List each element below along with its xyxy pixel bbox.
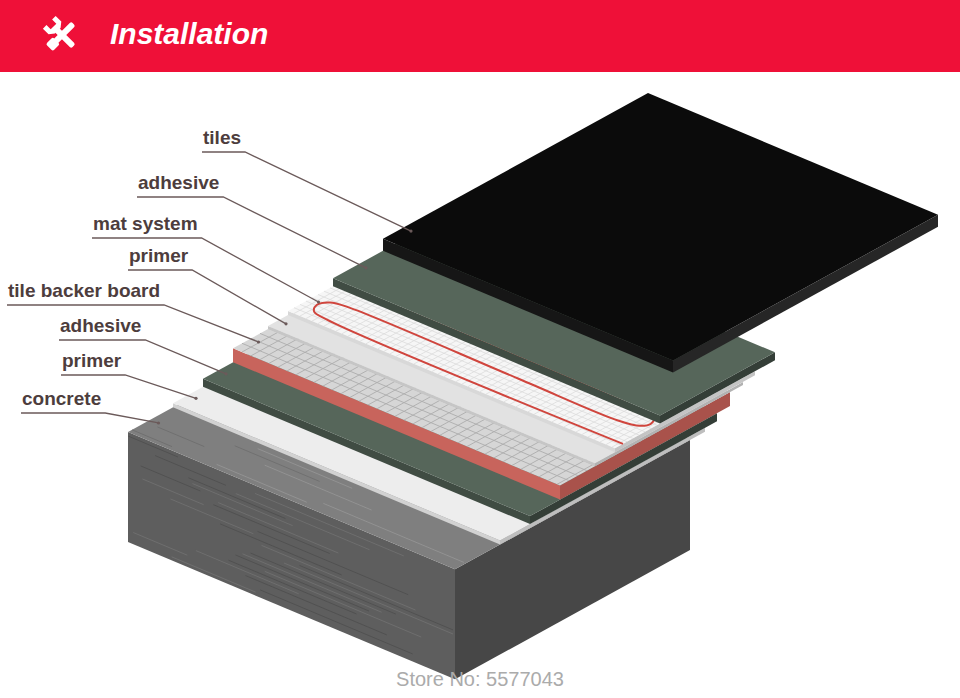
leader-line: [21, 413, 159, 423]
layer-label: tiles: [203, 126, 241, 150]
texture-stroke: [260, 590, 413, 654]
texture-stroke: [132, 430, 172, 447]
texture-stroke: [170, 499, 253, 534]
texture-stroke: [218, 503, 338, 553]
layer-label: adhesive: [60, 314, 141, 338]
texture-stroke: [192, 484, 292, 526]
texture-stroke: [220, 524, 342, 575]
texture-stroke: [235, 555, 369, 611]
texture-stroke: [142, 479, 203, 505]
texture-stroke: [141, 466, 201, 491]
leader-line: [202, 152, 411, 231]
leader-dot: [364, 266, 367, 269]
texture-stroke: [172, 557, 256, 592]
texture-stroke: [265, 571, 421, 637]
texture-stroke: [245, 576, 386, 635]
texture-stroke: [284, 563, 453, 634]
texture-stroke: [196, 551, 299, 594]
top-face: [383, 93, 938, 361]
leader-dot: [194, 397, 197, 400]
store-watermark: Store No: 5577043: [396, 667, 564, 691]
layer-label: concrete: [22, 387, 101, 411]
texture-stroke: [299, 565, 453, 629]
layer-label: primer: [129, 244, 188, 268]
leader-dot: [409, 230, 412, 233]
leader-line: [59, 340, 226, 374]
layer-label: primer: [62, 349, 121, 373]
tools-icon: [0, 0, 100, 72]
layer-label: adhesive: [138, 171, 219, 195]
texture-stroke: [258, 531, 409, 594]
leader-dot: [317, 300, 320, 303]
layer-label: mat system: [93, 212, 198, 236]
page-title: Installation: [110, 16, 268, 52]
texture-stroke: [128, 436, 178, 457]
leader-lines: [7, 152, 413, 425]
texture-stroke: [228, 560, 356, 614]
header-bar: Installation: [0, 0, 960, 72]
texture-stroke: [155, 456, 226, 486]
leader-dot: [157, 421, 160, 424]
leader-line: [7, 305, 259, 342]
texture-stroke: [157, 427, 204, 447]
layer-label: tile backer board: [8, 279, 160, 303]
leader-dot: [224, 372, 227, 375]
leader-dot: [257, 340, 260, 343]
texture-stroke: [133, 532, 187, 555]
texture-stroke: [213, 505, 329, 554]
leader-dot: [284, 322, 287, 325]
texture-stroke: [255, 493, 404, 555]
texture-stroke: [251, 553, 396, 614]
texture-stroke: [236, 494, 370, 550]
tile-layer: [383, 93, 938, 373]
